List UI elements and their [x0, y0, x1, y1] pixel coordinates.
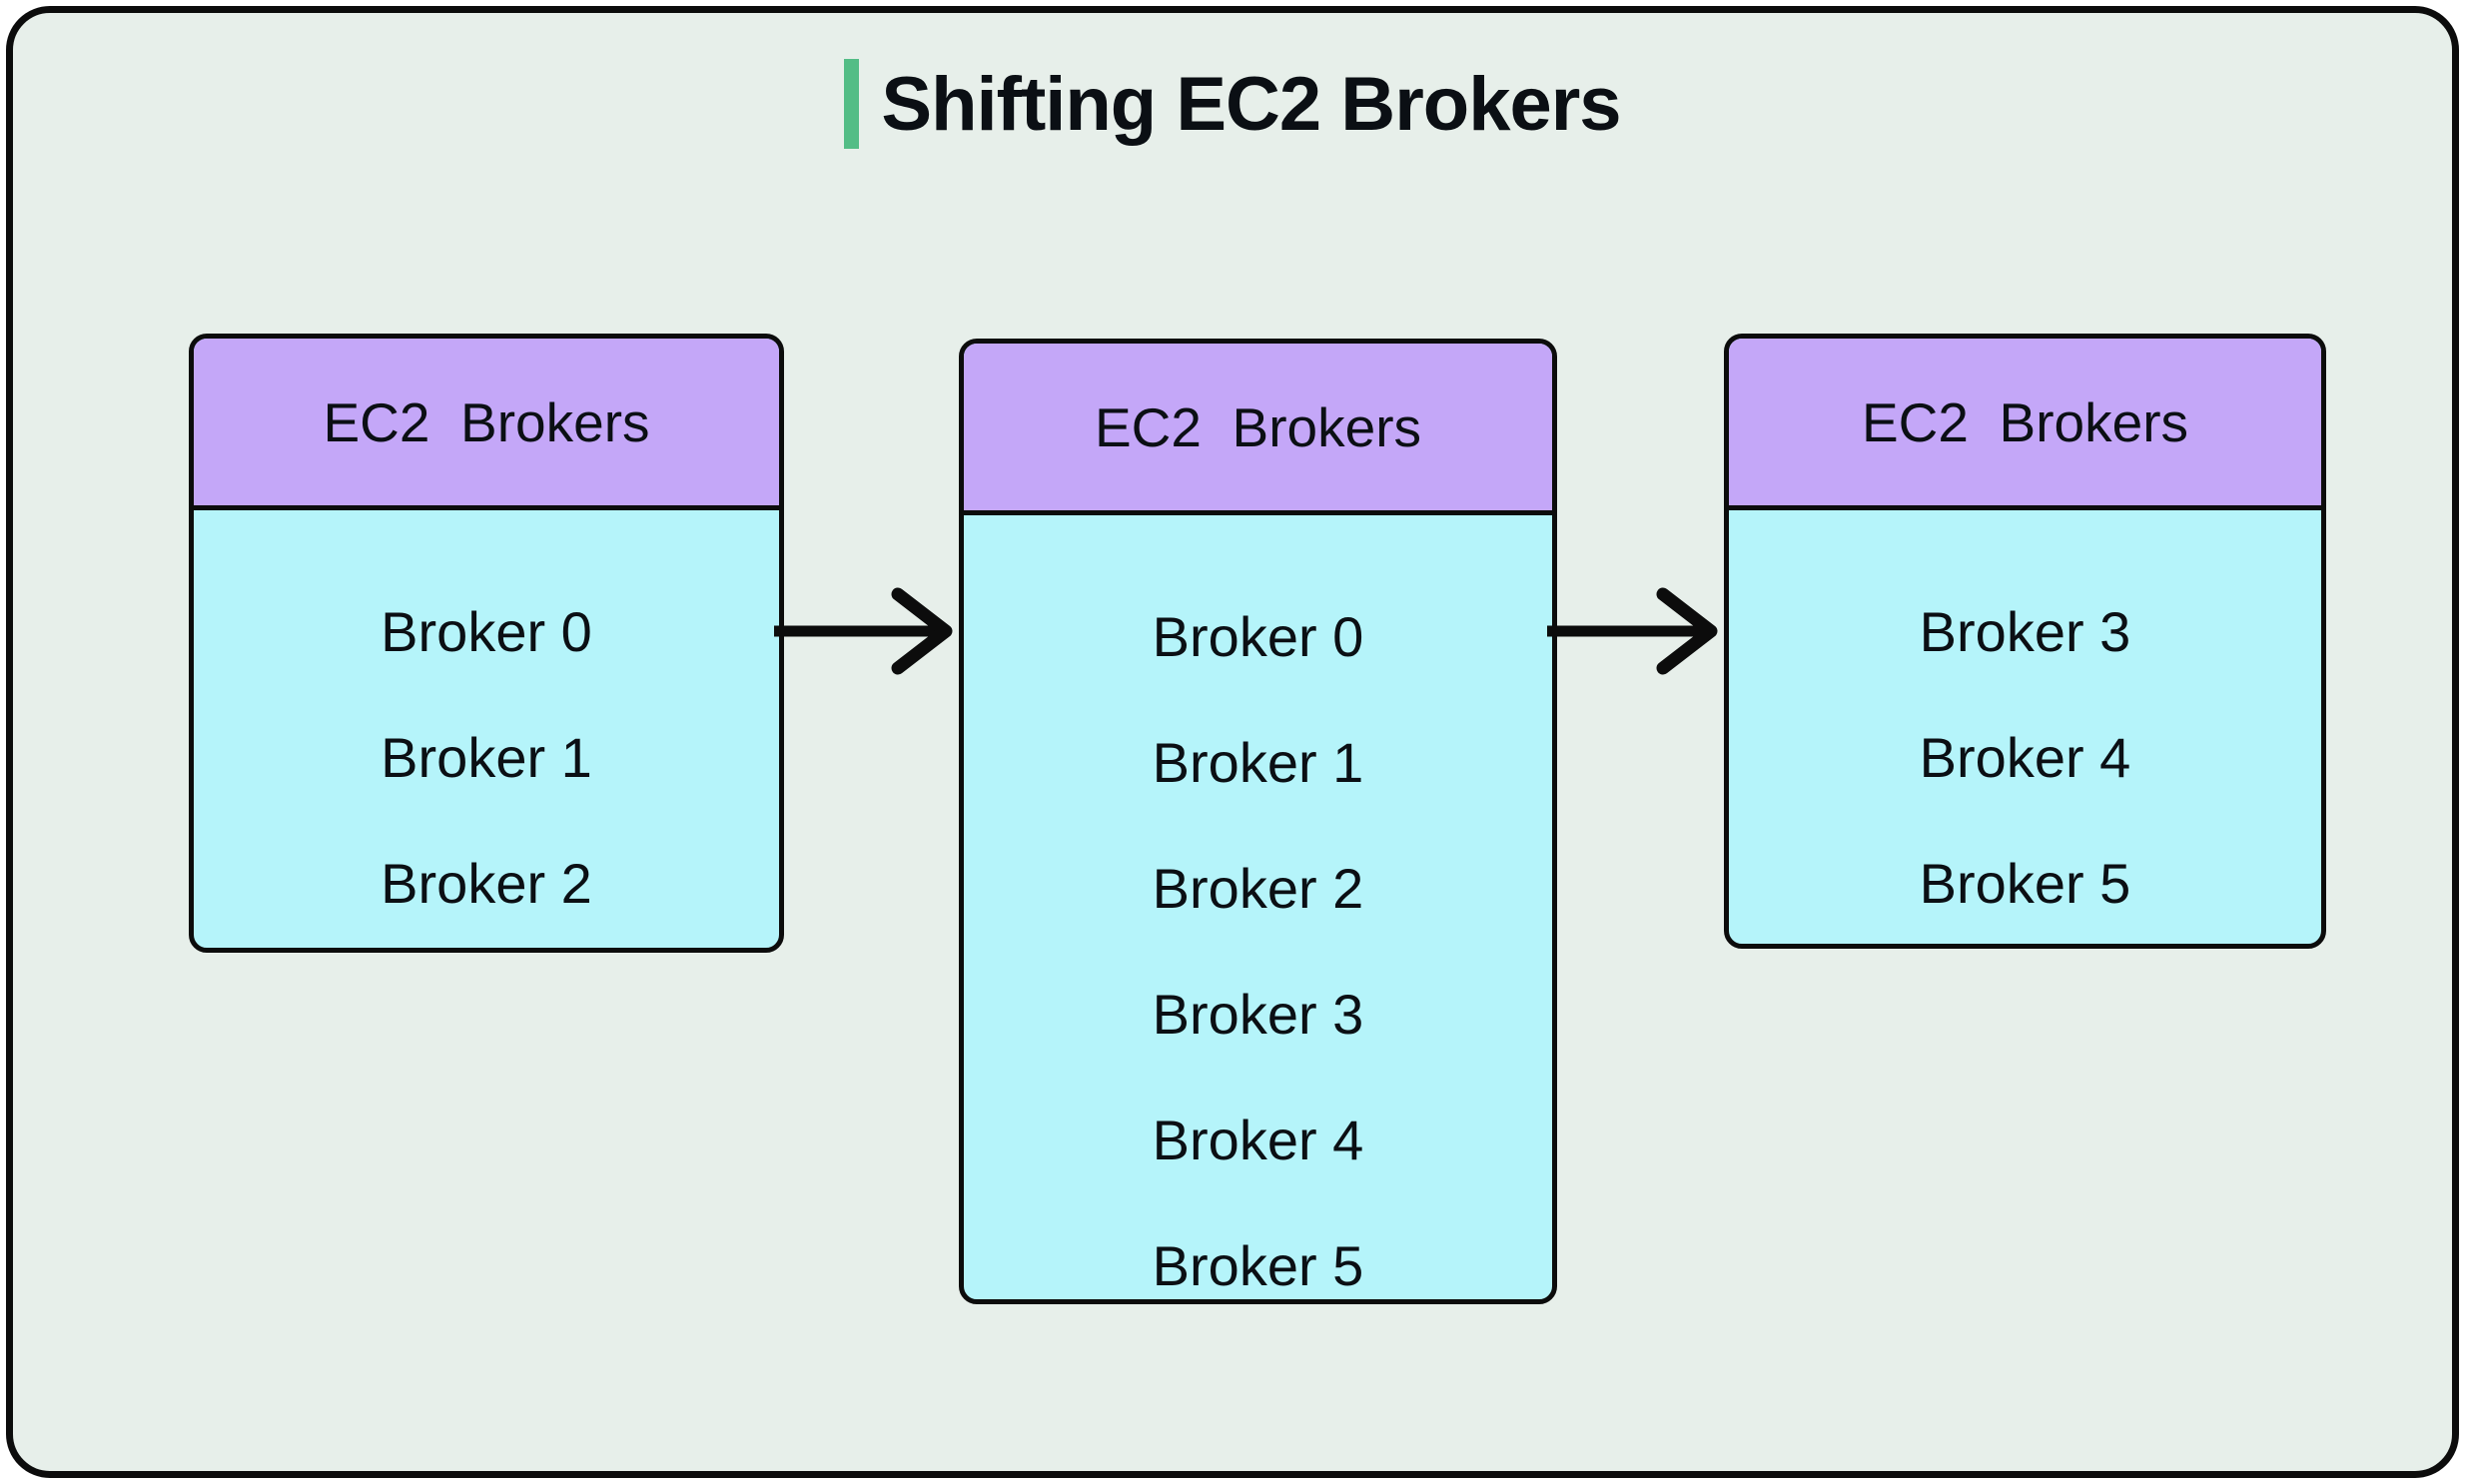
- broker-row: Broker 5: [1919, 851, 2131, 915]
- broker-row: Broker 2: [381, 851, 592, 915]
- box-header: EC2 Brokers: [194, 339, 779, 510]
- broker-row: Broker 4: [1152, 1108, 1364, 1171]
- flow-arrow-right-icon: [774, 578, 961, 684]
- box-header: EC2 Brokers: [1729, 339, 2321, 510]
- box-header-label: EC2 Brokers: [1094, 395, 1422, 458]
- ec2-brokers-box-before: EC2 Brokers Broker 0 Broker 1 Broker 2: [189, 334, 784, 953]
- diagram-title-row: Shifting EC2 Brokers: [13, 59, 2452, 149]
- diagram-canvas: Shifting EC2 Brokers EC2 Brokers Broker …: [6, 6, 2459, 1478]
- box-body: Broker 3 Broker 4 Broker 5: [1729, 510, 2321, 944]
- ec2-brokers-box-during: EC2 Brokers Broker 0 Broker 1 Broker 2 B…: [959, 339, 1557, 1304]
- broker-row: Broker 0: [381, 599, 592, 663]
- title-accent-bar: [844, 59, 860, 149]
- broker-row: Broker 5: [1152, 1233, 1364, 1297]
- broker-row: Broker 0: [1152, 604, 1364, 668]
- box-body: Broker 0 Broker 1 Broker 2 Broker 3 Brok…: [964, 515, 1552, 1299]
- broker-row: Broker 1: [1152, 730, 1364, 794]
- broker-row: Broker 3: [1152, 982, 1364, 1046]
- broker-row: Broker 2: [1152, 856, 1364, 920]
- page-title: Shifting EC2 Brokers: [881, 61, 1621, 147]
- broker-row: Broker 4: [1919, 725, 2131, 789]
- flow-arrow-right-icon: [1547, 578, 1726, 684]
- ec2-brokers-box-after: EC2 Brokers Broker 3 Broker 4 Broker 5: [1724, 334, 2326, 949]
- box-header: EC2 Brokers: [964, 344, 1552, 515]
- box-body: Broker 0 Broker 1 Broker 2: [194, 510, 779, 946]
- broker-row: Broker 3: [1919, 599, 2131, 663]
- broker-row: Broker 1: [381, 725, 592, 789]
- box-header-label: EC2 Brokers: [1861, 390, 2189, 453]
- box-header-label: EC2 Brokers: [323, 390, 650, 453]
